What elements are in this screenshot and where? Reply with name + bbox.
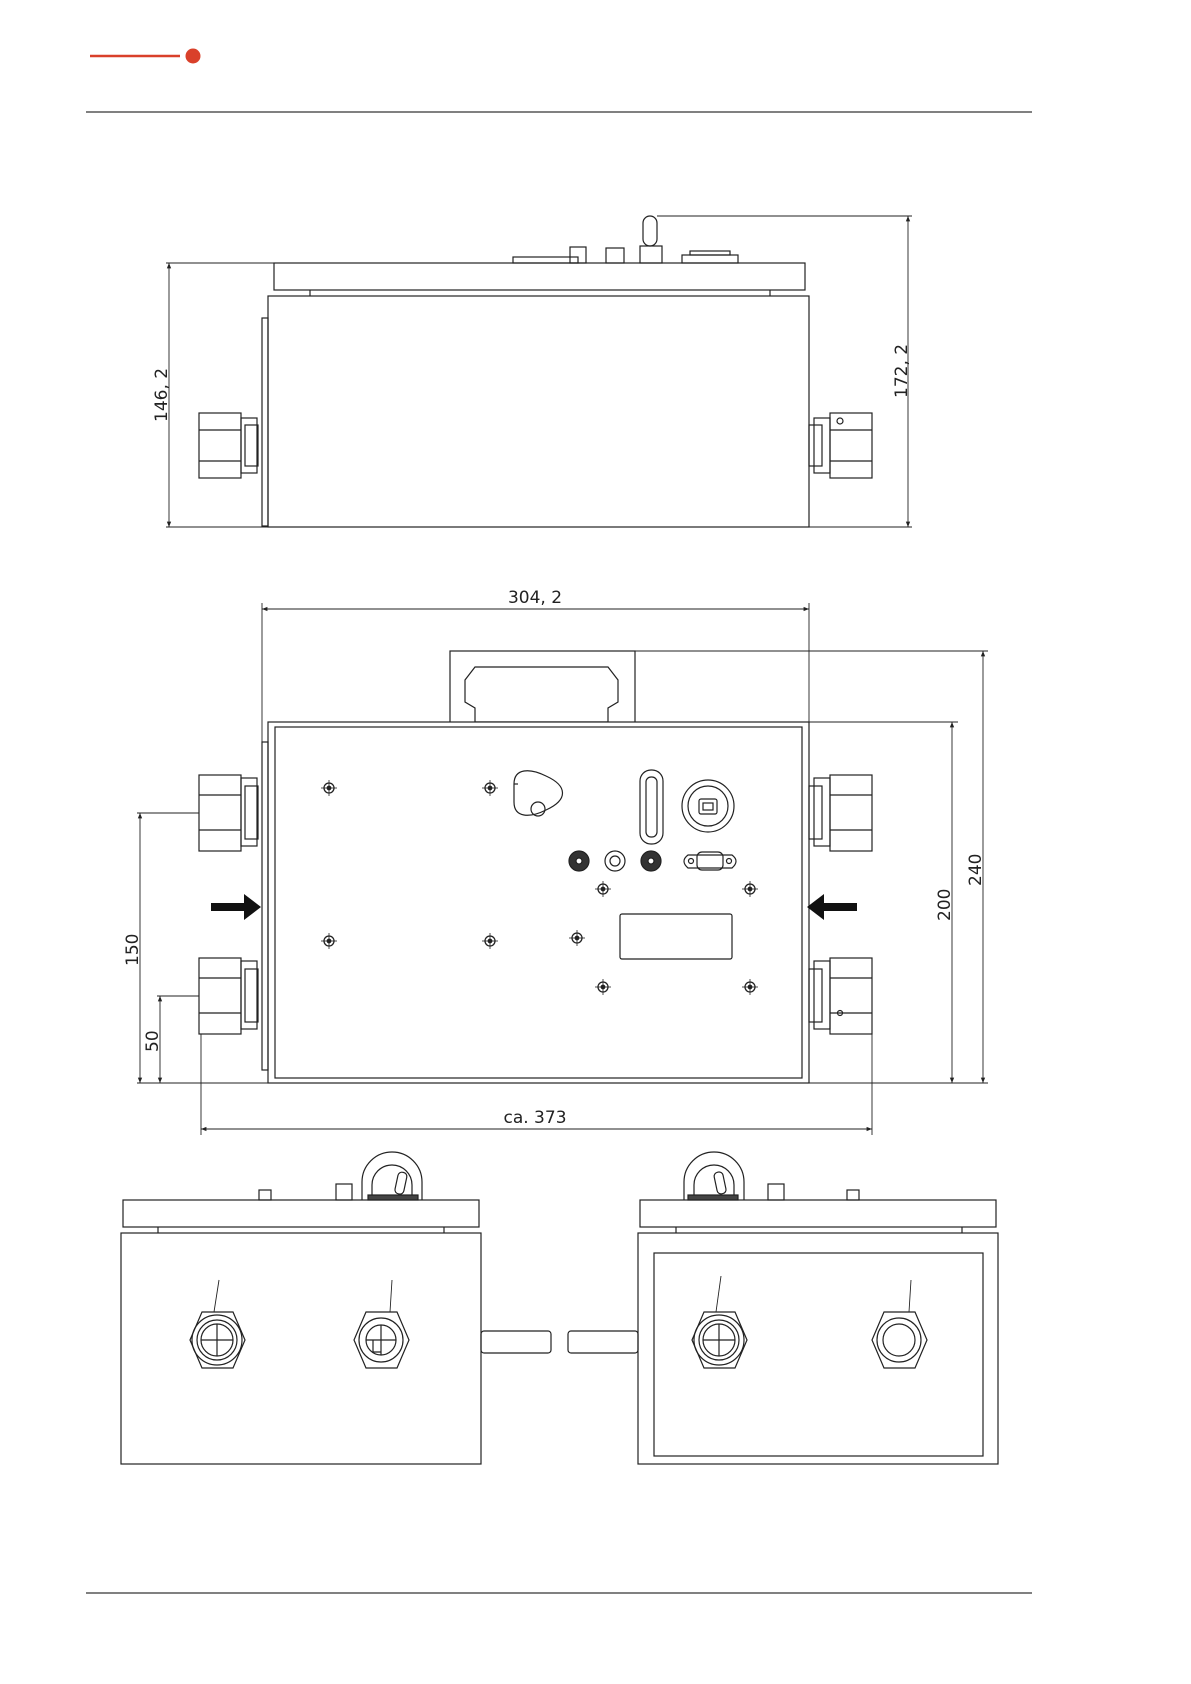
dim-top-depth-total: 240 — [966, 854, 986, 886]
side-view-cover-plate — [274, 263, 805, 290]
top-view — [137, 603, 988, 1135]
side-view-right-fitting — [809, 413, 872, 478]
right-end-view — [568, 1152, 998, 1464]
side-view — [166, 216, 912, 527]
page-header — [86, 49, 1032, 113]
flow-arrow-right — [807, 894, 857, 920]
side-view-top-connectors — [513, 216, 738, 263]
dim-side-height-total: 172, 2 — [892, 344, 912, 398]
dim-top-width-body: 304, 2 — [508, 588, 562, 608]
top-view-handle — [450, 651, 635, 723]
dim-top-port-upper: 150 — [123, 934, 143, 966]
dim-top-overall-length: ca. 373 — [503, 1108, 566, 1128]
right-end-body — [638, 1233, 998, 1464]
top-view-body — [268, 722, 809, 1083]
dim-top-port-lower: 50 — [143, 1030, 163, 1052]
right-end-cover-plate — [640, 1200, 996, 1227]
dim-side-height-body: 146, 2 — [152, 368, 172, 422]
dim-top-depth-body: 200 — [935, 889, 955, 921]
flow-arrow-left — [211, 894, 261, 920]
left-end-body — [121, 1233, 481, 1464]
left-end-view — [121, 1152, 551, 1464]
brand-mark-dot — [186, 49, 201, 64]
left-end-cover-plate — [123, 1200, 479, 1227]
side-view-body — [268, 296, 809, 527]
side-view-left-fitting — [199, 413, 258, 478]
